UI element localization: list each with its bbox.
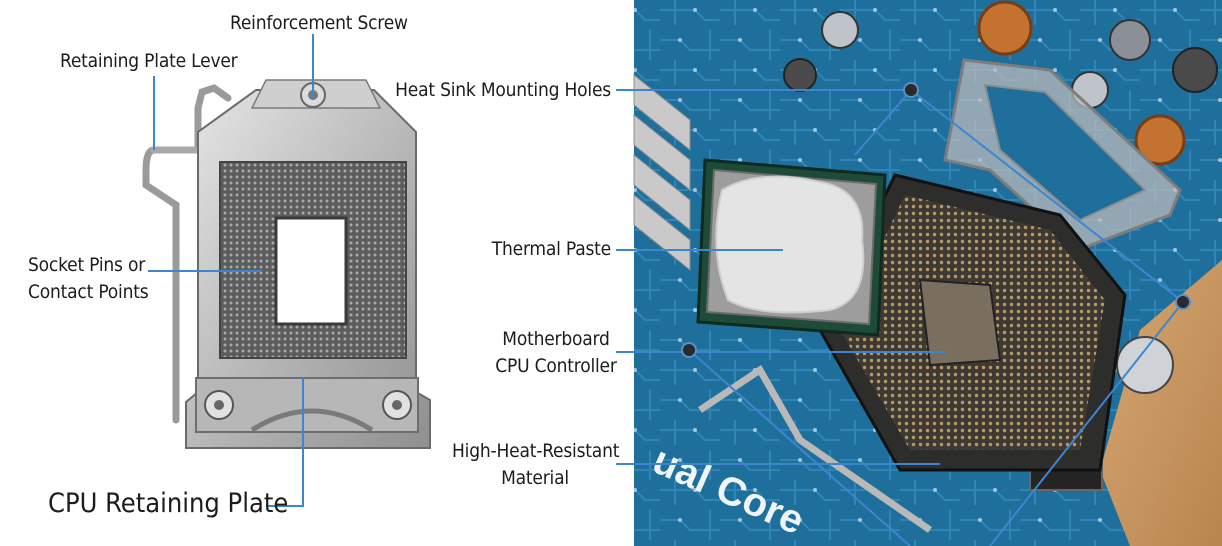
label-motherboard-line1: Motherboard	[502, 328, 610, 350]
label-retaining-plate-lever: Retaining Plate Lever	[60, 50, 238, 72]
label-thermal-paste: Thermal Paste	[491, 238, 611, 260]
label-socket-pins: Socket Pins or Contact Points	[28, 252, 149, 306]
label-heat-sink-mounting-holes: Heat Sink Mounting Holes	[395, 79, 611, 101]
mounting-hole-markers	[681, 82, 1191, 358]
label-high-heat-line2: Material	[501, 467, 569, 489]
label-socket-pins-line1: Socket Pins or	[28, 254, 146, 276]
label-motherboard-line2: CPU Controller	[495, 355, 617, 377]
label-motherboard-cpu-controller: Motherboard CPU Controller	[488, 326, 624, 380]
label-high-heat-line1: High-Heat-Resistant	[452, 440, 620, 462]
socket-illustration	[142, 79, 431, 449]
label-cpu-retaining-plate: CPU Retaining Plate	[48, 488, 289, 519]
label-reinforcement-screw: Reinforcement Screw	[230, 12, 408, 34]
label-socket-pins-line2: Contact Points	[28, 281, 149, 303]
label-high-heat-resistant-material: High-Heat-Resistant Material	[452, 438, 620, 492]
